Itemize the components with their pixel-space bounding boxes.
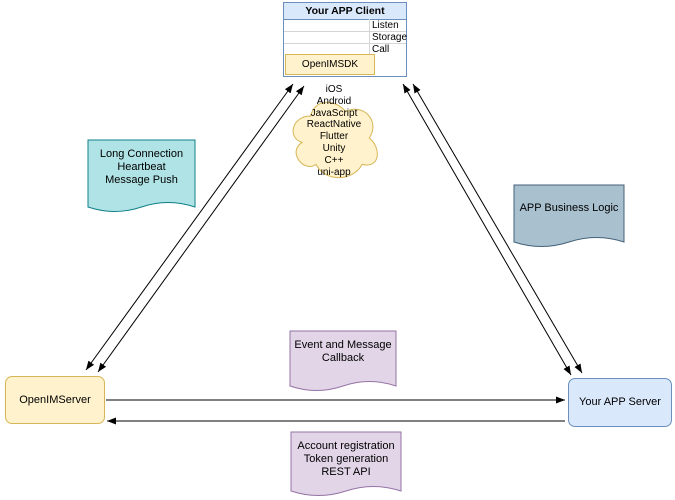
note-line: Heartbeat <box>117 161 166 173</box>
note-line: Callback <box>321 352 365 364</box>
client-row-storage: Storage <box>372 32 408 43</box>
note-line: Token generation <box>303 453 389 465</box>
app-client-box: Your APP Client Listen Storage Call Open… <box>283 2 407 77</box>
platforms-cloud-text: iOS Android JavaScript ReactNative Flutt… <box>287 84 381 178</box>
note-line: Event and Message <box>294 339 392 351</box>
your-app-server-label: Your APP Server <box>579 396 661 408</box>
platform-android: Android <box>316 95 352 107</box>
platform-cpp: C++ <box>324 154 344 166</box>
platform-ios: iOS <box>325 84 343 95</box>
note-line: Long Connection <box>99 148 184 160</box>
note-long-connection: Long Connection Heartbeat Message Push <box>88 140 195 187</box>
note-app-business-logic: APP Business Logic <box>514 185 624 215</box>
note-event-callback: Event and Message Callback <box>290 331 396 365</box>
note-app-business-logic-shape <box>513 184 625 247</box>
your-app-server-box: Your APP Server <box>568 378 672 427</box>
note-account-registration: Account registration Token generation RE… <box>291 432 401 479</box>
note-event-callback-shape <box>289 330 397 391</box>
client-grid-vline <box>369 19 370 55</box>
client-grid-hline-2 <box>284 43 406 44</box>
platform-flutter: Flutter <box>319 131 349 143</box>
platform-reactnative: ReactNative <box>306 119 362 131</box>
platform-uniapp: uni-app <box>317 166 351 178</box>
app-client-title: Your APP Client <box>284 3 406 20</box>
openimsdk-box: OpenIMSDK <box>285 54 375 75</box>
client-grid-hline-1 <box>284 31 406 32</box>
client-row-listen: Listen <box>372 20 399 31</box>
note-line: Message Push <box>105 174 178 186</box>
platform-unity: Unity <box>322 142 346 154</box>
openimserver-box: OpenIMServer <box>5 376 105 424</box>
arrow-openimserver-client-1 <box>85 83 294 371</box>
arrow-client-appserver-2 <box>412 83 583 374</box>
note-long-connection-shape <box>87 139 196 212</box>
note-line: Account registration <box>297 440 395 452</box>
connector-arrows <box>85 83 583 425</box>
openimserver-label: OpenIMServer <box>19 393 91 406</box>
note-account-registration-shape <box>290 431 402 496</box>
note-line: APP Business Logic <box>519 202 619 214</box>
note-line: REST API <box>321 466 371 478</box>
client-row-call: Call <box>372 44 390 55</box>
platforms-cloud-shape <box>292 101 378 178</box>
platform-javascript: JavaScript <box>310 107 358 119</box>
arrow-openimserver-client-2 <box>97 85 305 373</box>
